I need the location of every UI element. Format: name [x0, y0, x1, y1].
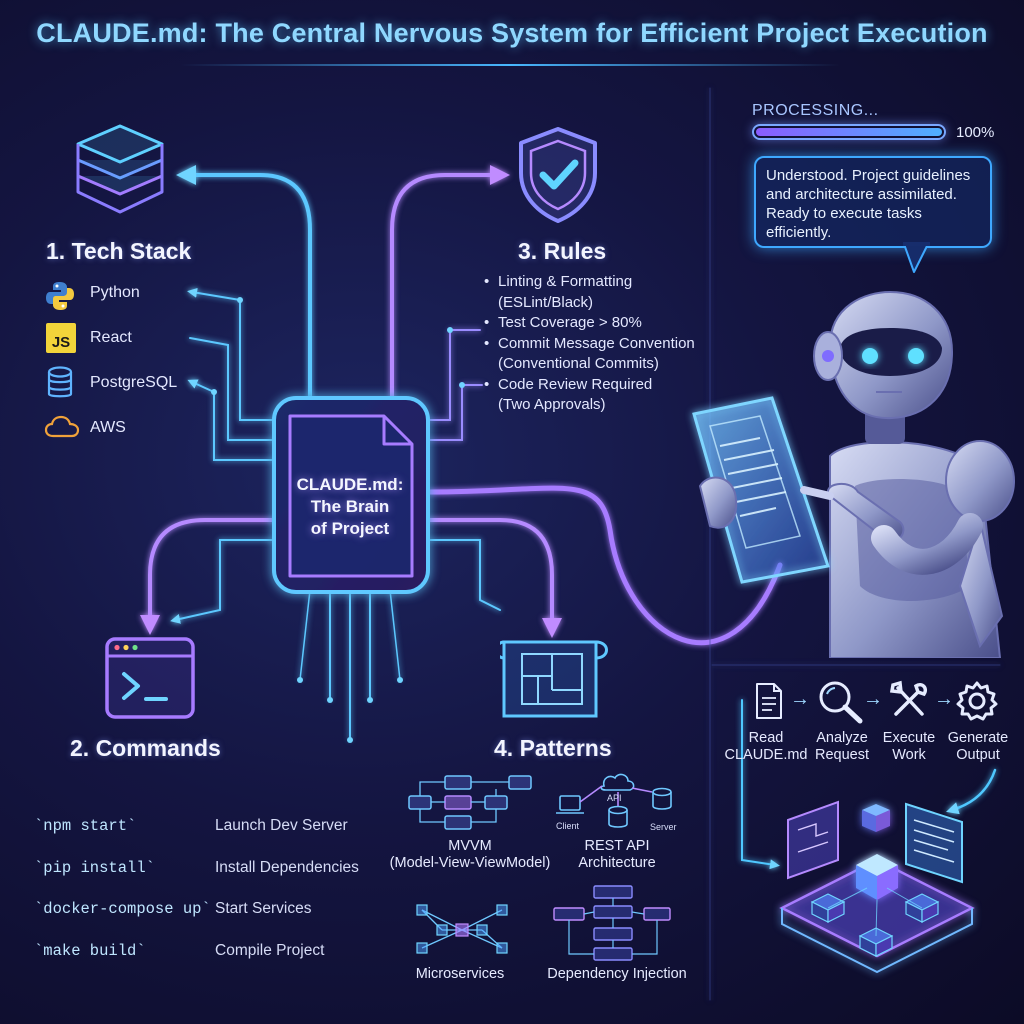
speech-bubble: Understood. Project guidelines and archi… — [754, 156, 992, 248]
tech-item-react: React — [90, 329, 132, 346]
database-icon — [47, 366, 73, 398]
command-docker-compose: `docker-compose up` — [34, 900, 211, 918]
title-underline — [180, 64, 840, 66]
terminal-icon — [105, 637, 195, 719]
rule-item: Code Review Required(Two Approvals) — [484, 375, 734, 416]
command-make-build: `make build` — [34, 942, 146, 960]
gear-icon — [956, 681, 998, 721]
command-desc: Start Services — [215, 900, 312, 917]
page-title: CLAUDE.md: The Central Nervous System fo… — [36, 18, 988, 48]
rule-item: Linting & Formatting(ESLint/Black) — [484, 272, 734, 313]
workflow-arrow: → — [863, 688, 883, 710]
tech-item-python: Python — [90, 284, 140, 301]
rules-heading: 3. Rules — [518, 238, 607, 264]
rest-api-server-label: Server — [650, 822, 677, 832]
tech-item-aws: AWS — [90, 419, 126, 436]
command-npm-start: `npm start` — [34, 817, 137, 835]
js-icon: JS — [46, 323, 76, 353]
pattern-microservices-label: Microservices — [415, 966, 505, 982]
rule-item: Test Coverage > 80% — [484, 313, 734, 334]
wire-to-commands — [140, 518, 282, 635]
wire-to-techstack — [176, 165, 312, 402]
claude-md-chip — [272, 396, 430, 594]
command-desc: Compile Project — [215, 942, 325, 959]
blueprint-icon — [500, 640, 608, 718]
rule-item: Commit Message Convention(Conventional C… — [484, 334, 734, 375]
speech-bubble-tail — [903, 242, 930, 273]
wire-to-rules — [390, 165, 510, 402]
command-desc: Install Dependencies — [215, 859, 359, 876]
execution-platform — [779, 800, 975, 974]
techstack-heading: 1. Tech Stack — [46, 238, 192, 264]
shield-check-icon — [519, 127, 597, 223]
progress-bar — [752, 124, 946, 140]
robot-illustration — [692, 290, 1015, 658]
tools-icon — [889, 680, 928, 716]
rules-list: Linting & Formatting(ESLint/Black) Test … — [484, 272, 734, 416]
processing-status: PROCESSING... — [752, 102, 879, 119]
commands-heading: 2. Commands — [70, 735, 221, 761]
document-icon — [756, 683, 782, 719]
command-pip-install: `pip install` — [34, 859, 155, 877]
rest-api-diagram — [556, 773, 672, 828]
pattern-dependency-injection-label: Dependency Injection — [547, 966, 687, 982]
wire-to-patterns — [418, 518, 562, 638]
tech-item-postgresql: PostgreSQL — [90, 374, 178, 391]
cable-to-robot — [427, 485, 783, 646]
magnifier-icon — [819, 681, 863, 724]
dependency-injection-diagram — [553, 885, 671, 961]
pattern-mvvm-label: MVVM(Model-View-ViewModel) — [389, 838, 551, 871]
microservices-diagram — [416, 904, 508, 954]
mvvm-diagram — [408, 775, 532, 830]
workflow-arrow: → — [790, 688, 810, 710]
cloud-icon — [44, 415, 80, 438]
rest-api-client-label: Client — [556, 821, 580, 831]
progress-percent: 100% — [956, 124, 995, 141]
command-desc: Launch Dev Server — [215, 817, 348, 834]
patterns-heading: 4. Patterns — [494, 735, 612, 761]
python-icon — [46, 282, 74, 310]
rest-api-api-label: API — [607, 793, 622, 803]
progress-bar-fill — [756, 128, 942, 136]
layers-icon — [76, 124, 164, 214]
workflow-arrow: → — [934, 688, 954, 710]
